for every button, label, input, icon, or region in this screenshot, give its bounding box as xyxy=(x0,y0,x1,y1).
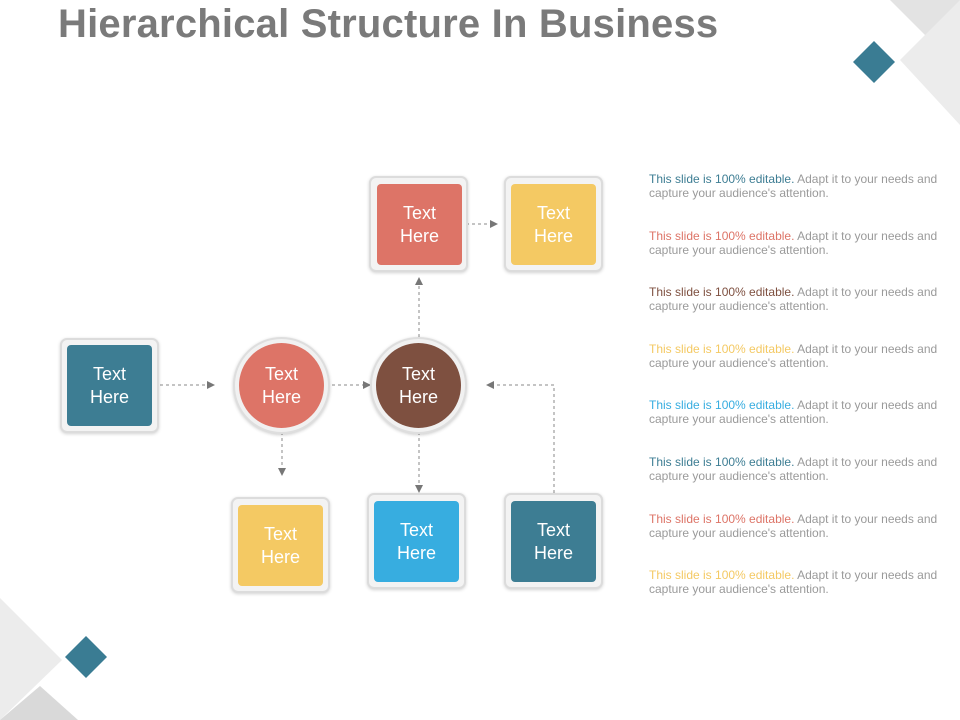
top-right-light-diamond xyxy=(900,0,960,125)
arrow-bottom-box-to-center xyxy=(486,381,555,493)
note-item: This slide is 100% editable. Adapt it to… xyxy=(649,455,949,512)
note-text: Adapt it to your needs and capture your … xyxy=(649,285,938,314)
bottom-left-grey-triangle xyxy=(0,598,62,720)
note-item: This slide is 100% editable. Adapt it to… xyxy=(649,229,949,286)
note-lead: This slide is 100% editable. xyxy=(649,511,795,526)
note-item: This slide is 100% editable. Adapt it to… xyxy=(649,285,949,342)
note-item: This slide is 100% editable. Adapt it to… xyxy=(649,568,949,625)
note-lead: This slide is 100% editable. xyxy=(649,228,795,243)
bottom-box-3[interactable]: Text Here xyxy=(511,501,596,582)
left-box[interactable]: Text Here xyxy=(67,345,152,426)
note-lead: This slide is 100% editable. xyxy=(649,172,795,186)
note-lead: This slide is 100% editable. xyxy=(649,568,795,583)
bottom-left-teal-diamond xyxy=(65,636,107,678)
note-item: This slide is 100% editable. Adapt it to… xyxy=(649,342,949,399)
page-title: Hierarchical Structure In Business xyxy=(58,2,719,46)
circle-center[interactable]: Text Here xyxy=(376,343,461,428)
note-lead: This slide is 100% editable. xyxy=(649,398,795,413)
note-text: Adapt it to your needs and capture your … xyxy=(649,398,938,427)
note-text: Adapt it to your needs and capture your … xyxy=(649,511,938,540)
top-right-grey-triangle xyxy=(890,0,960,70)
note-text: Adapt it to your needs and capture your … xyxy=(649,568,938,597)
top-box-2[interactable]: Text Here xyxy=(511,184,596,265)
note-item: This slide is 100% editable. Adapt it to… xyxy=(649,512,949,569)
bottom-box-2[interactable]: Text Here xyxy=(374,501,459,582)
note-item: This slide is 100% editable. Adapt it to… xyxy=(649,398,949,455)
note-text: Adapt it to your needs and capture your … xyxy=(649,454,938,483)
note-text: Adapt it to your needs and capture your … xyxy=(649,341,938,370)
circle-left[interactable]: Text Here xyxy=(239,343,324,428)
top-box-1[interactable]: Text Here xyxy=(377,184,462,265)
note-text: Adapt it to your needs and capture your … xyxy=(649,172,938,200)
note-lead: This slide is 100% editable. xyxy=(649,341,795,356)
note-lead: This slide is 100% editable. xyxy=(649,285,795,300)
notes-list: This slide is 100% editable. Adapt it to… xyxy=(649,172,949,625)
note-item: This slide is 100% editable. Adapt it to… xyxy=(649,172,949,229)
bottom-left-light-triangle xyxy=(0,686,78,720)
top-right-teal-diamond xyxy=(853,41,895,83)
note-text: Adapt it to your needs and capture your … xyxy=(649,228,938,257)
bottom-box-1[interactable]: Text Here xyxy=(238,505,323,586)
note-lead: This slide is 100% editable. xyxy=(649,454,795,469)
